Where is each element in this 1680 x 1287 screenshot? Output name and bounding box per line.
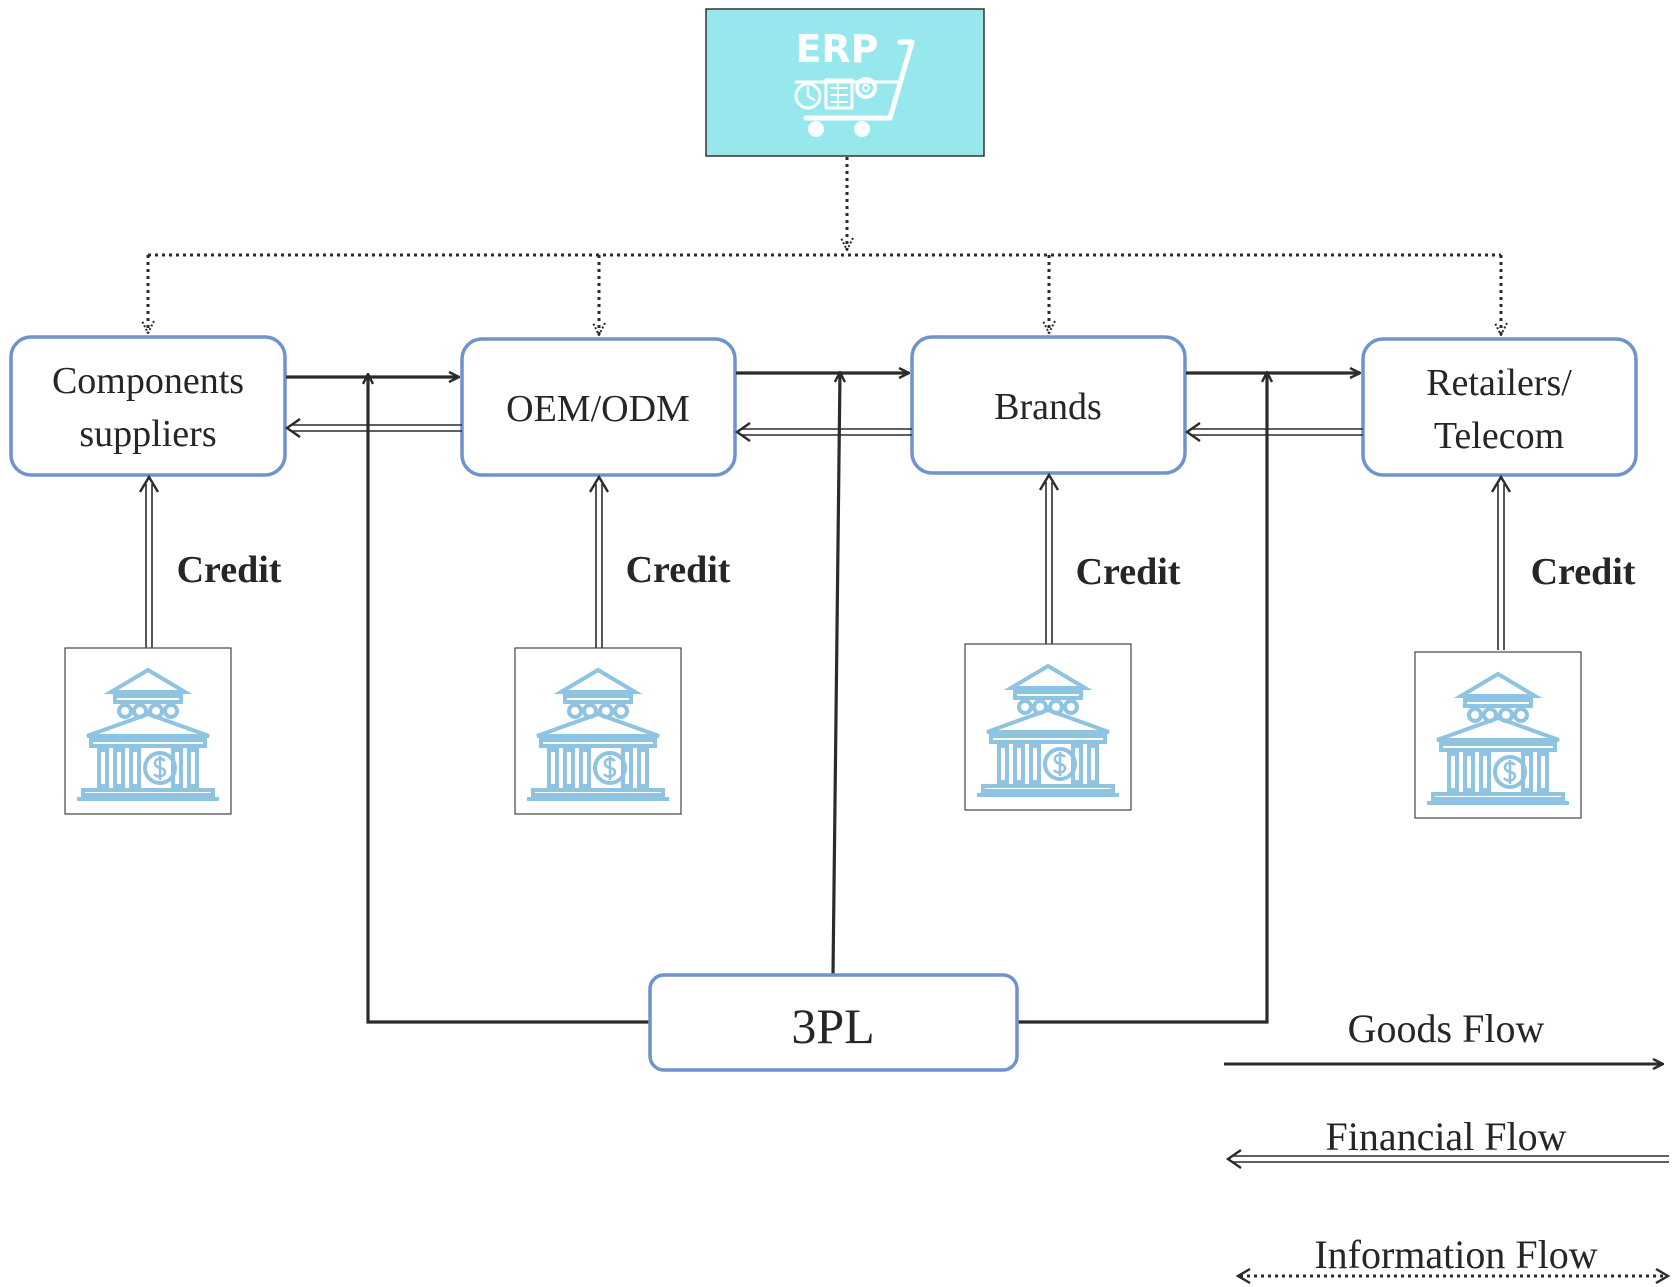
credit-label: Credit xyxy=(1531,551,1636,593)
node-3pl: 3PL xyxy=(648,973,1019,1072)
financial-flow-lines xyxy=(284,418,1363,442)
bank-box xyxy=(1414,651,1582,819)
credit-label: Credit xyxy=(626,549,731,591)
legend-information-label: Information Flow xyxy=(1314,1232,1597,1277)
node-components-line2: suppliers xyxy=(79,413,216,455)
tpl-goods-flow-lines xyxy=(368,372,1267,1024)
legend-goods-label: Goods Flow xyxy=(1348,1006,1545,1051)
legend-financial-label: Financial Flow xyxy=(1325,1114,1566,1159)
node-oem-label: OEM/ODM xyxy=(506,388,690,430)
legend-financial-arrow xyxy=(1225,1149,1669,1169)
node-3pl-label: 3PL xyxy=(791,998,874,1054)
erp-box: ERP xyxy=(705,8,985,157)
information-flow-lines xyxy=(148,157,1501,335)
node-components-suppliers: Components suppliers xyxy=(9,335,287,477)
erp-cart-icon xyxy=(794,39,915,137)
credit-label: Credit xyxy=(177,549,282,591)
goods-flow-lines xyxy=(286,373,1360,377)
legend: Goods Flow Financial Flow Information Fl… xyxy=(1224,1006,1671,1285)
node-retailers-line1: Retailers/ xyxy=(1426,362,1572,404)
credit-label: Credit xyxy=(1076,551,1181,593)
bank-box xyxy=(964,643,1132,811)
node-oem-odm: OEM/ODM xyxy=(460,337,737,477)
bank-box xyxy=(64,647,232,815)
legend-information-arrow xyxy=(1235,1267,1671,1285)
node-brands-label: Brands xyxy=(994,386,1102,428)
node-retailers-line2: Telecom xyxy=(1434,415,1564,457)
node-components-line1: Components xyxy=(52,360,244,402)
erp-label: ERP xyxy=(795,27,878,71)
node-retailers-telecom: Retailers/ Telecom xyxy=(1361,337,1638,477)
credit-flow-lines xyxy=(138,472,1512,650)
node-brands: Brands xyxy=(910,335,1187,475)
bank-box xyxy=(514,647,682,815)
